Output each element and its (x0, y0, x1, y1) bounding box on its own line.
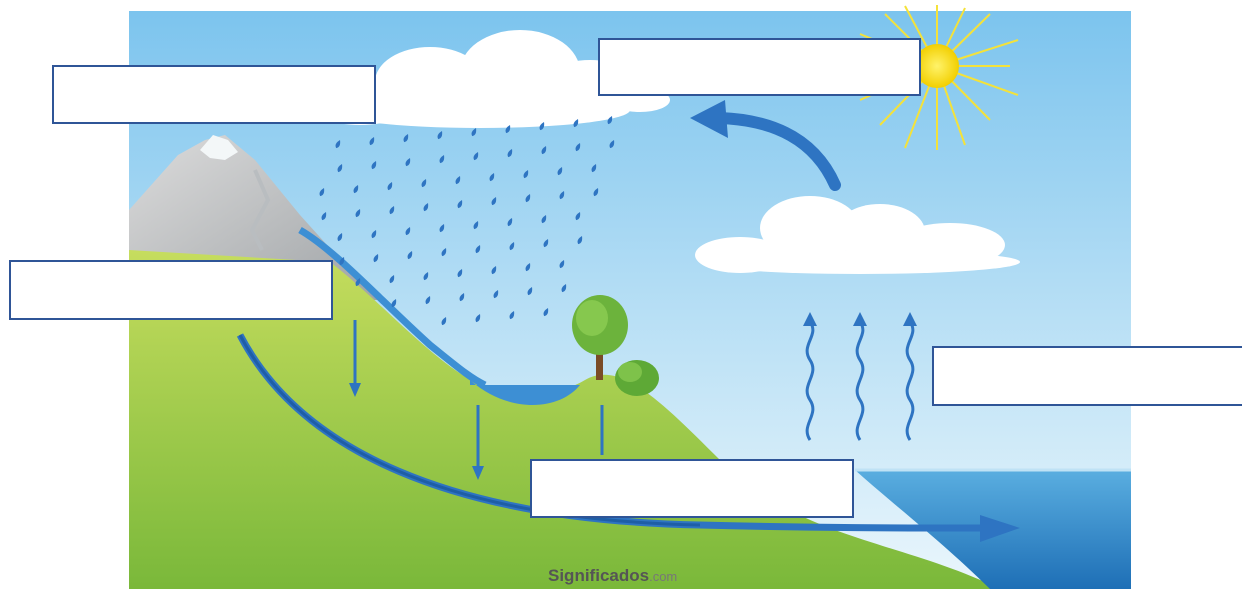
label-box-evaporation[interactable] (932, 346, 1242, 406)
label-box-runoff[interactable] (9, 260, 333, 320)
watermark-suffix: .com (649, 569, 677, 584)
watermark-brand: Significados (548, 566, 649, 585)
label-box-condensation[interactable] (52, 65, 376, 124)
label-box-infiltration[interactable] (530, 459, 854, 518)
watermark: Significados.com (548, 566, 677, 586)
label-box-clouds[interactable] (598, 38, 921, 96)
bush-icon (615, 360, 659, 396)
